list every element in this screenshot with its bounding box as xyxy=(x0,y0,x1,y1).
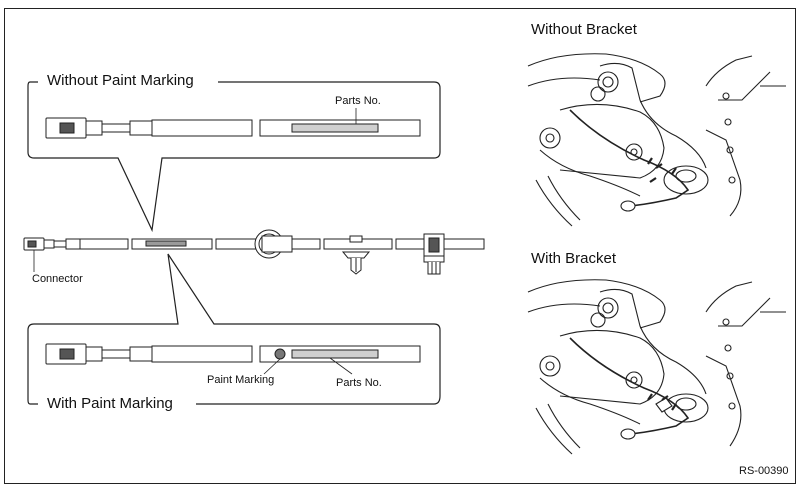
parts-no-strip-top xyxy=(291,123,379,133)
parts-no-strip-bottom xyxy=(291,349,379,359)
callout-title-with-paint: With Paint Marking xyxy=(44,396,176,411)
callout-top-harness xyxy=(45,108,421,139)
clip-markers-top xyxy=(647,157,677,183)
harness-clip xyxy=(341,235,371,275)
harness-main-line xyxy=(23,229,485,275)
harness-clip xyxy=(423,233,445,275)
title-with-bracket: With Bracket xyxy=(531,250,617,267)
paint-marking-label: Paint Marking xyxy=(207,374,275,386)
illustration-without-bracket xyxy=(527,46,788,227)
connector-label: Connector xyxy=(32,273,83,285)
main-connector xyxy=(23,237,81,251)
figure-code: RS-00390 xyxy=(739,465,789,477)
grommet xyxy=(254,229,293,259)
parts-no-label-bottom: Parts No. xyxy=(336,377,382,389)
figure-frame xyxy=(4,8,796,484)
clip-markers-bottom xyxy=(647,393,677,411)
sensor-harness-top xyxy=(569,109,690,207)
paint-marking-dot xyxy=(274,348,286,360)
harness-segment xyxy=(79,238,129,250)
illustration-with-bracket xyxy=(527,272,788,458)
callout-without-paint xyxy=(27,81,441,233)
sensor-harness-bottom xyxy=(569,337,690,435)
callout-with-paint xyxy=(27,253,441,405)
callout-title-without-paint: Without Paint Marking xyxy=(44,73,197,88)
title-without-bracket: Without Bracket xyxy=(531,21,637,38)
parts-label-strip-main xyxy=(145,240,187,247)
parts-no-label-top: Parts No. xyxy=(335,95,381,107)
callout-bottom-harness xyxy=(45,343,421,375)
